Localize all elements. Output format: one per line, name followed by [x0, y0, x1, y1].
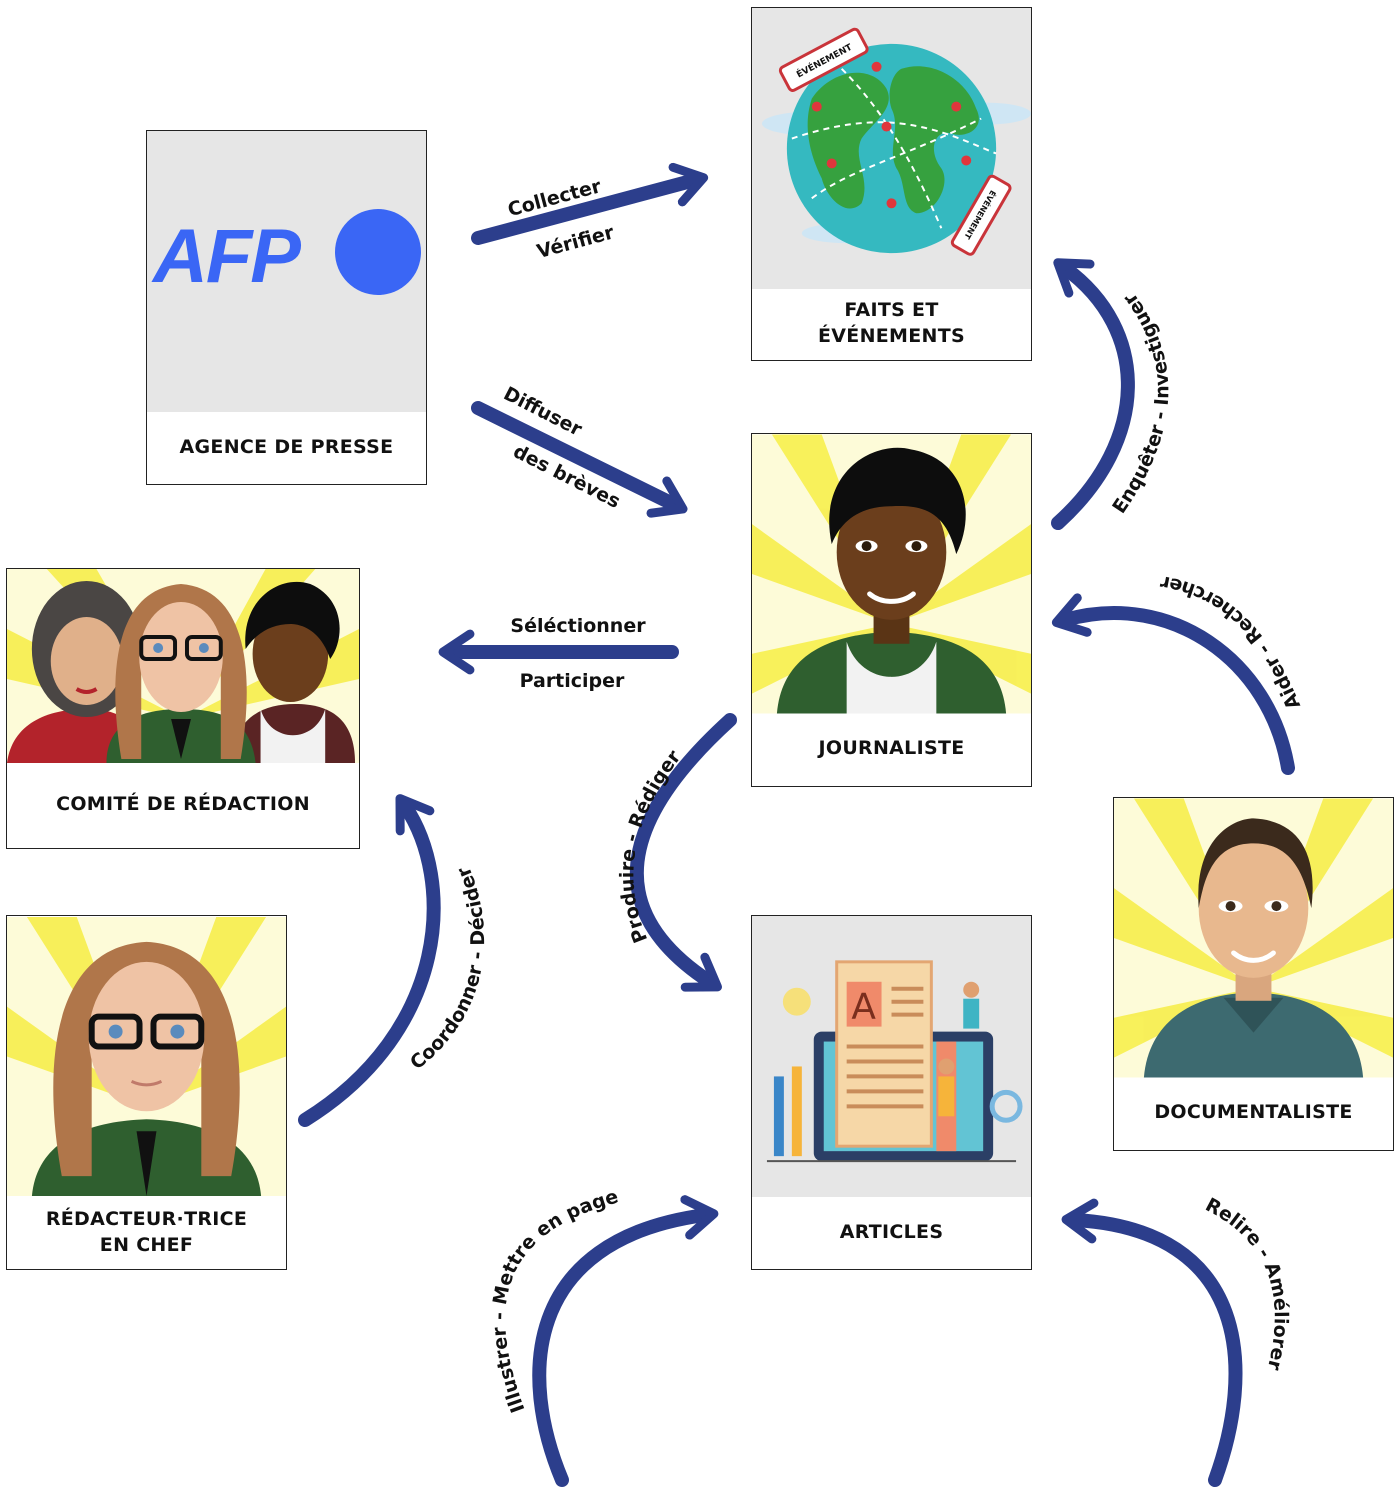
node-label-line1: FAITS ET — [844, 298, 939, 321]
arrow-collecter — [471, 162, 709, 245]
label-participer: Participer — [520, 670, 625, 692]
node-redacteur-en-chef: RÉDACTEUR·TRICE EN CHEF — [6, 915, 287, 1270]
node-journaliste: JOURNALISTE — [751, 433, 1032, 787]
svg-text:A: A — [851, 987, 876, 1028]
arrow-relire — [1061, 1198, 1243, 1487]
node-label: RÉDACTEUR·TRICE EN CHEF — [7, 1196, 286, 1269]
documentaliste-avatar — [1114, 798, 1393, 1078]
node-agence-de-presse: AFP AGENCE DE PRESSE — [146, 130, 427, 485]
node-label: JOURNALISTE — [818, 737, 965, 760]
node-documentaliste: DOCUMENTALISTE — [1113, 797, 1394, 1151]
node-articles: A ARTICLES — [751, 915, 1032, 1270]
node-label: ARTICLES — [839, 1220, 944, 1243]
journaliste-avatar — [752, 434, 1031, 714]
globe-illustration: ÉVÉNEMENT ÉVÉNEMENT — [752, 8, 1031, 289]
node-comite-de-redaction: COMITÉ DE RÉDACTION — [6, 568, 360, 849]
afp-logo-circle — [335, 209, 421, 295]
node-label: COMITÉ DE RÉDACTION — [56, 793, 310, 816]
arrow-illustrer — [532, 1195, 719, 1487]
label-selectionner: Séléctionner — [510, 615, 646, 637]
arrow-enqueter — [1051, 258, 1135, 530]
node-label-line2: ÉVÉNEMENTS — [818, 324, 965, 347]
arrow-aider — [1051, 593, 1295, 775]
arrow-diffuser — [471, 401, 688, 518]
arrow-coordonner — [298, 794, 441, 1127]
node-label: AGENCE DE PRESSE — [179, 436, 394, 459]
afp-logo: AFP — [147, 131, 426, 412]
comite-avatars — [7, 569, 359, 763]
afp-logo-text: AFP — [153, 214, 301, 299]
arrow-produire — [629, 713, 737, 992]
label-aider: Aider - Rechercher — [1158, 571, 1305, 713]
articles-illustration: A — [752, 916, 1031, 1197]
node-label: DOCUMENTALISTE — [1154, 1101, 1353, 1124]
node-label-line1: RÉDACTEUR·TRICE — [45, 1207, 248, 1230]
node-faits-et-evenements: ÉVÉNEMENT ÉVÉNEMENT FAITS ET ÉVÉNEMENTS — [751, 7, 1032, 361]
node-label-line2: EN CHEF — [99, 1233, 194, 1256]
redacteur-avatar — [7, 916, 286, 1197]
node-label: FAITS ET ÉVÉNEMENTS — [752, 287, 1031, 360]
label-verifier: Vérifier — [535, 221, 617, 263]
